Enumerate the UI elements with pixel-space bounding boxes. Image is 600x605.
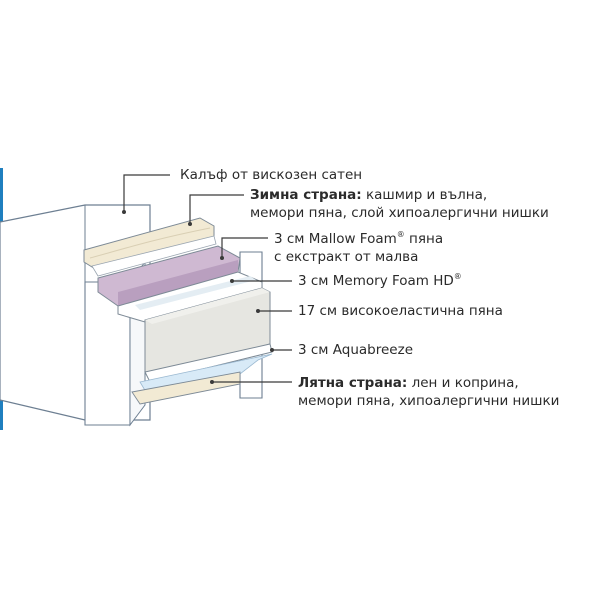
mallow-foam-front [118, 260, 238, 306]
label-mallow: 3 см Mallow Foam® пяна с екстракт от малв… [274, 230, 443, 266]
label-winter-bold: Зимна страна: [250, 187, 362, 203]
label-summer-line2: мемори пяна, хипоалергични нишки [298, 393, 560, 409]
label-summer-bold: Лятна страна: [298, 375, 408, 391]
label-cover: Калъф от вискозен сатен [180, 166, 362, 184]
leader-winter [189, 194, 244, 224]
quilt-stitch [89, 227, 211, 259]
leader-mallow [221, 237, 268, 258]
label-hr: 17 см високоеластична пяна [298, 302, 503, 320]
label-memory-text: 3 см Memory Foam HD [298, 273, 454, 289]
winter-layer-fiber [91, 235, 217, 277]
label-summer: Лятна страна: лен и коприна, мемори пяна,… [298, 374, 559, 410]
label-cover-text: Калъф от вискозен сатен [180, 167, 363, 183]
label-mallow-sup: ® [396, 230, 405, 239]
label-winter-text: кашмир и вълна, [361, 187, 488, 203]
label-mallow-line2: с екстракт от малва [274, 249, 419, 265]
label-winter-line2: мемори пяна, слой хипоалергични нишки [250, 205, 549, 221]
label-winter: Зимна страна: кашмир и вълна, мемори пяна… [250, 186, 549, 222]
label-aqua-text: 3 см Aquabreeze [298, 342, 414, 358]
label-mallow-text: 3 см Mallow Foam [274, 231, 397, 247]
label-summer-text: лен и коприна, [407, 375, 519, 391]
label-mallow-after: пяна [404, 231, 444, 247]
leader-cover [123, 174, 170, 212]
summer-layer [131, 371, 241, 405]
label-hr-text: 17 см високоеластична пяна [298, 303, 503, 319]
memory-foam-perforation [135, 276, 256, 310]
label-memory-sup: ® [453, 272, 462, 281]
label-aqua: 3 см Aquabreeze [298, 341, 413, 359]
hr-foam-top [145, 288, 270, 324]
leader-dots [122, 210, 274, 384]
label-memory: 3 см Memory Foam HD® [298, 272, 462, 290]
leader-lines [123, 174, 292, 383]
